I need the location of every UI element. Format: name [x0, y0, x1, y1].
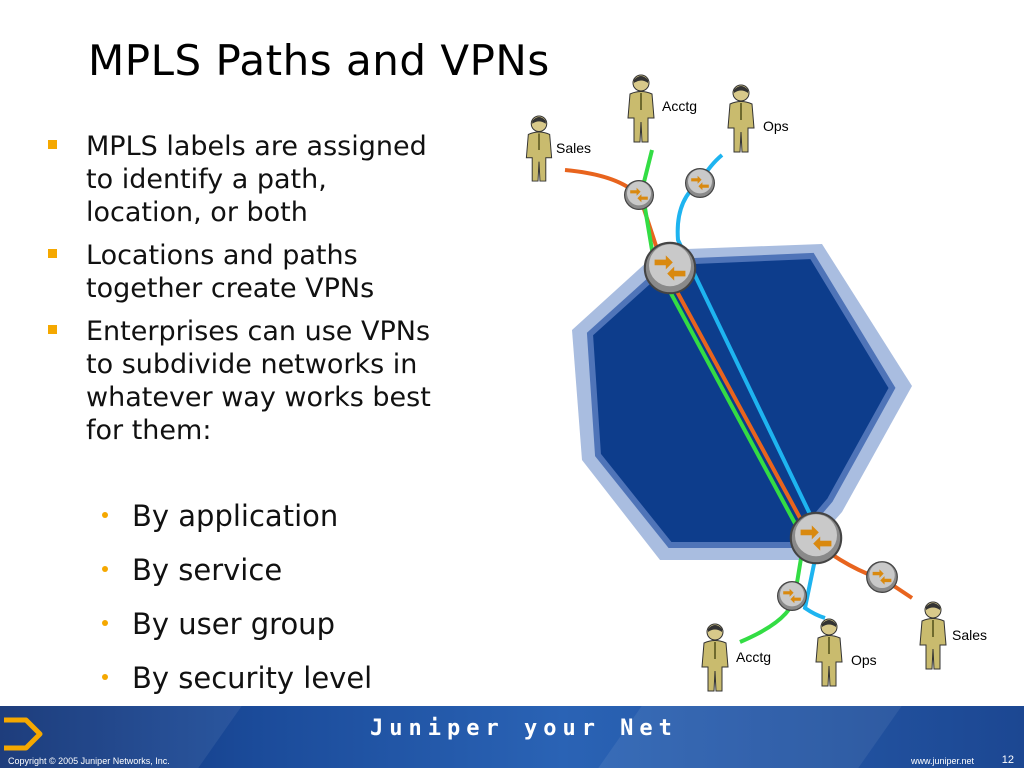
sub-bullet-item: By service — [100, 552, 372, 588]
sub-bullet-list: By application By service By user group … — [100, 498, 372, 714]
bullet-item: Locations and paths together create VPNs — [48, 239, 448, 305]
arrow-logo-icon — [4, 717, 43, 751]
network-cloud-icon — [572, 244, 912, 560]
label-ops-top: Ops — [763, 118, 789, 134]
label-ops-bottom: Ops — [851, 652, 877, 668]
bullet-text: Locations and paths together create VPNs — [86, 240, 375, 304]
sub-bullet-item: By application — [100, 498, 372, 534]
router-icon — [684, 168, 716, 198]
person-icon — [525, 115, 553, 182]
bullet-item: Enterprises can use VPNs to subdivide ne… — [48, 315, 448, 447]
bullet-dot-icon — [102, 566, 108, 572]
ops-path — [675, 153, 826, 620]
router-icon — [776, 580, 808, 612]
sub-bullet-item: By security level — [100, 660, 372, 696]
sub-bullet-text: By user group — [132, 607, 335, 641]
slide-title: MPLS Paths and VPNs — [88, 36, 550, 85]
person-icon — [627, 74, 655, 143]
copyright-text: Copyright © 2005 Juniper Networks, Inc. — [8, 756, 170, 766]
bullet-dot-icon — [102, 512, 108, 518]
bullet-item: MPLS labels are assigned to identify a p… — [48, 130, 448, 229]
page-number: 12 — [1001, 754, 1014, 766]
bullet-dot-icon — [102, 620, 108, 626]
vpn-network-diagram: Sales Acctg Ops Acctg Ops Sales — [525, 74, 987, 692]
person-icon — [919, 601, 947, 670]
website-url: www.juniper.net — [910, 756, 974, 766]
bullet-square-icon — [48, 140, 57, 149]
bullet-list: MPLS labels are assigned to identify a p… — [48, 130, 448, 457]
person-icon — [701, 623, 729, 692]
bullet-dot-icon — [102, 674, 108, 680]
sub-bullet-text: By service — [132, 553, 283, 587]
sub-bullet-text: By application — [132, 499, 339, 533]
router-icon — [623, 180, 655, 210]
label-acctg-bottom: Acctg — [736, 649, 771, 665]
person-icon — [815, 618, 843, 687]
label-acctg-top: Acctg — [662, 98, 697, 114]
brand-logo: Juniper your Net — [370, 716, 678, 741]
bullet-square-icon — [48, 249, 57, 258]
sub-bullet-text: By security level — [132, 661, 373, 695]
label-sales-top: Sales — [556, 140, 591, 156]
bullet-text: MPLS labels are assigned to identify a p… — [86, 131, 427, 228]
router-icon — [866, 561, 898, 593]
router-icon — [643, 241, 697, 295]
person-icon — [727, 84, 755, 153]
label-sales-bottom: Sales — [952, 627, 987, 643]
router-icon — [789, 511, 843, 565]
sub-bullet-item: By user group — [100, 606, 372, 642]
bullet-text: Enterprises can use VPNs to subdivide ne… — [86, 316, 431, 446]
footer-bar: Juniper your Net Copyright © 2005 Junipe… — [0, 706, 1024, 768]
bullet-square-icon — [48, 325, 57, 334]
